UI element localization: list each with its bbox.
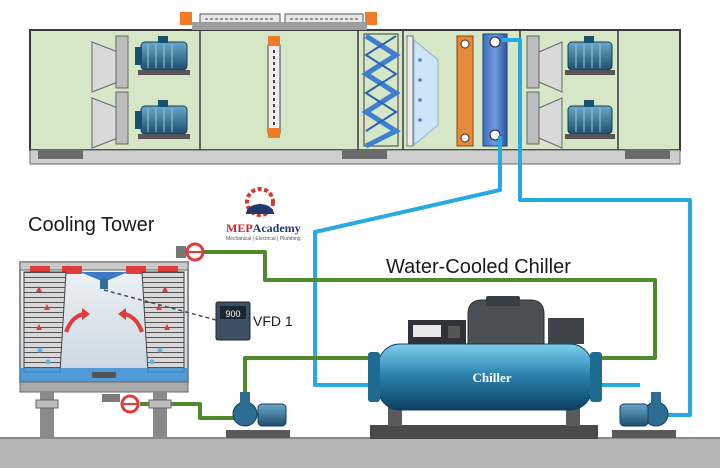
chiller-icon: [368, 296, 602, 439]
ground: [0, 438, 720, 468]
coil-icon: [482, 33, 508, 147]
valve-icon: [102, 394, 140, 414]
vfd-display-value: 900: [225, 309, 241, 319]
chiller-body-label: Chiller: [472, 370, 512, 385]
air-handling-unit: [29, 12, 681, 165]
logo-brand-blue: Academy: [252, 221, 301, 235]
motor-icon: [135, 100, 190, 139]
chiller-title-label: Water-Cooled Chiller: [386, 256, 571, 278]
supply-fan-lower-icon: [526, 91, 563, 149]
cooling-tower-icon: [19, 261, 189, 438]
logo-wordmark: MEPAcademy: [226, 221, 301, 236]
cooling-tower-label: Cooling Tower: [28, 214, 155, 236]
mixing-damper-icon: [267, 36, 281, 138]
top-damper-icon: [180, 12, 377, 30]
logo-gear-icon: [245, 187, 275, 217]
vfd-label: VFD 1: [253, 313, 293, 329]
heating-coil-icon: [456, 35, 474, 147]
logo-tagline: Mechanical | Electrical | Plumbing: [226, 236, 301, 242]
chilled-water-piping: [313, 38, 692, 417]
motor-icon: [135, 36, 190, 75]
ahu-foot-mid: [342, 149, 387, 159]
motor-icon: [565, 36, 615, 75]
valve-icon: [176, 242, 205, 262]
motor-icon: [565, 100, 615, 139]
return-fan-upper-icon: [91, 35, 129, 93]
vfd-icon: [103, 289, 251, 341]
supply-fan-upper-icon: [526, 35, 563, 93]
humidifier-icon: [406, 35, 439, 147]
pump-icon: [612, 392, 676, 438]
ahu-foot-right: [625, 149, 670, 159]
filter-icon: [361, 33, 402, 149]
logo-brand-red: MEP: [226, 221, 253, 235]
pump-icon: [226, 392, 290, 438]
ahu-foot-left: [38, 149, 83, 159]
return-fan-lower-icon: [91, 91, 129, 149]
